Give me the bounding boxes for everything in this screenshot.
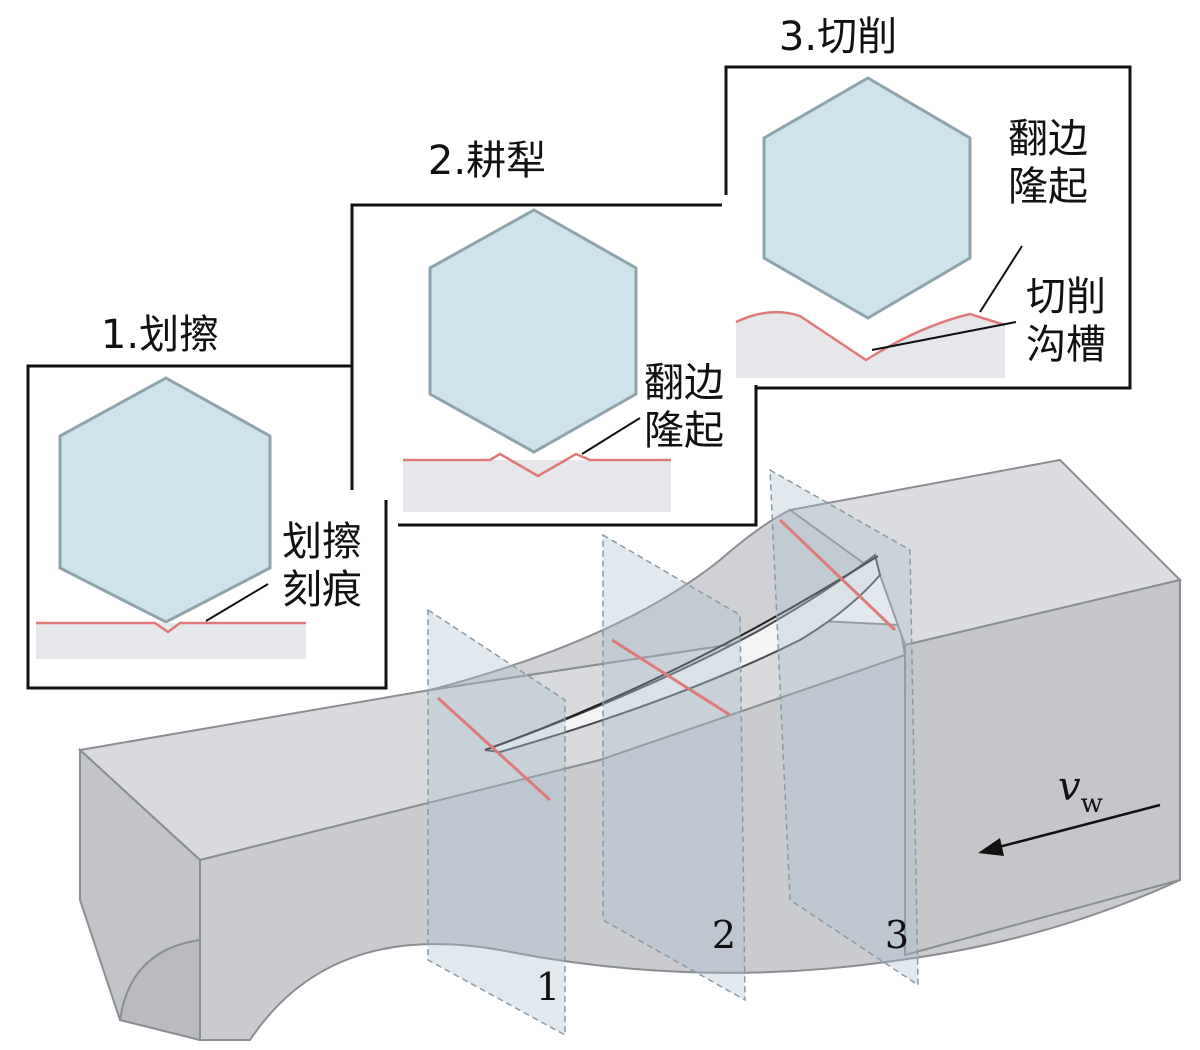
stage-3-bottom-label-line-1: 切削 xyxy=(1026,274,1106,320)
section-planes: 1 2 3 xyxy=(427,468,919,1037)
groove-line xyxy=(484,555,879,751)
stage-3-top-label-line-1: 翻边 xyxy=(1008,116,1088,162)
stage-3-groove-leader-line xyxy=(871,321,1017,351)
stage-frames xyxy=(26,65,1132,690)
cutting-groove-chip xyxy=(484,553,882,754)
section-plane-3 xyxy=(769,468,919,987)
velocity-arrow-head xyxy=(978,838,1004,856)
workpiece-velocity: vw xyxy=(978,764,1161,856)
stage-1-frame xyxy=(26,364,388,690)
velocity-subscript: w xyxy=(1081,789,1103,819)
stage-2-leader-line xyxy=(581,417,641,455)
stage-2-frame xyxy=(350,203,722,490)
section-number-3: 3 xyxy=(885,913,909,957)
workpiece-bottom-curve xyxy=(118,938,201,1042)
section-number-1: 1 xyxy=(536,965,560,1009)
section-trace-1 xyxy=(436,696,552,802)
stage-3-workpiece-section xyxy=(736,312,1005,378)
stage-1: 1.划擦 划擦 刻痕 xyxy=(36,312,362,659)
stage-2: 2.耕犁 翻边 隆起 xyxy=(403,138,724,512)
section-plane-2 xyxy=(602,533,746,1002)
stage-3-surface-line xyxy=(735,310,1006,362)
section-trace-2 xyxy=(611,638,731,717)
velocity-arrow-shaft xyxy=(994,803,1161,850)
section-plane-1 xyxy=(427,608,566,1037)
stage-1-label-line-1: 划擦 xyxy=(282,519,362,565)
stage-3-frame xyxy=(724,65,1132,390)
stage-3-ridge-leader-line xyxy=(979,245,1023,313)
stage-3-title: 3.切削 xyxy=(779,14,897,60)
workpiece-right-face xyxy=(904,578,1181,957)
stage-1-title: 1.划擦 xyxy=(101,312,219,358)
velocity-symbol: v xyxy=(1058,764,1081,810)
section-number-2: 2 xyxy=(712,913,736,957)
workpiece xyxy=(77,458,1182,1042)
stage-2-surface-line xyxy=(403,452,671,478)
velocity-label: vw xyxy=(1058,764,1103,819)
stage-1-leader-line xyxy=(205,583,269,622)
stage-2-frame-bottom xyxy=(398,385,758,527)
stage-2-title: 2.耕犁 xyxy=(428,138,546,184)
stage-3-top-label-line-2: 隆起 xyxy=(1008,164,1088,210)
stage-1-abrasive-grain xyxy=(58,376,272,624)
stage-3-bottom-label-line-2: 沟槽 xyxy=(1026,322,1106,368)
stage-2-label-line-2: 隆起 xyxy=(644,408,724,454)
stage-2-abrasive-grain xyxy=(428,208,638,454)
stage-3-abrasive-grain xyxy=(762,76,972,320)
stage-1-label-line-2: 刻痕 xyxy=(282,567,362,613)
section-trace-3 xyxy=(778,518,897,632)
stage-2-label-line-1: 翻边 xyxy=(644,360,724,406)
stage-1-surface-line xyxy=(36,621,306,634)
stage-3: 3.切削 翻边 隆起 切削 沟槽 xyxy=(735,14,1106,378)
stage-2-workpiece-section xyxy=(403,460,671,512)
